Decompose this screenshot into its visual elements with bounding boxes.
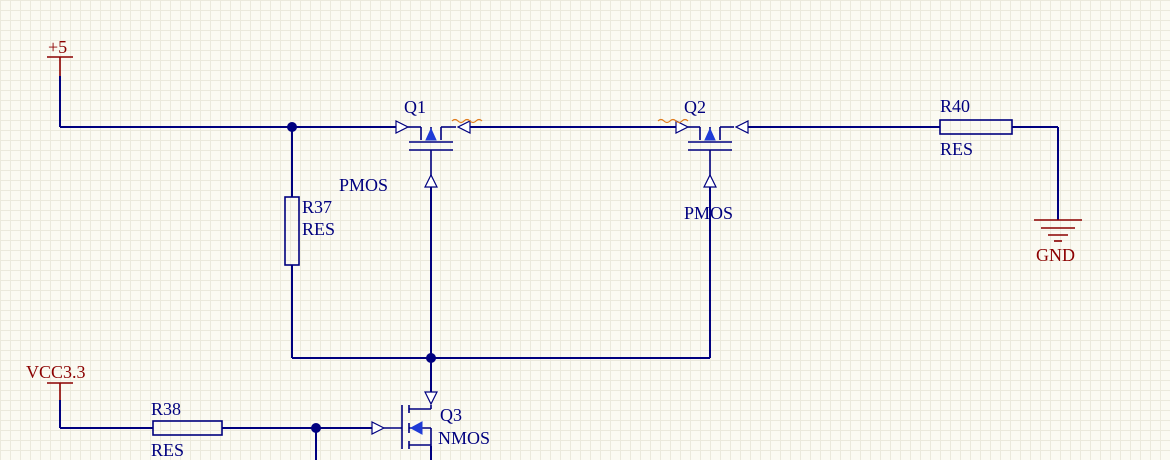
q2-type: PMOS xyxy=(684,203,733,223)
r38-value: RES xyxy=(151,440,184,460)
resistor-r40[interactable]: R40 RES xyxy=(939,96,1030,159)
q3-designator: Q3 xyxy=(440,405,462,425)
power-port-5v-label: +5 xyxy=(48,37,67,57)
mosfet-q1[interactable]: Q1 PMOS xyxy=(339,97,483,195)
ground-label: GND xyxy=(1036,245,1075,265)
r37-value: RES xyxy=(302,219,335,239)
junction-dot xyxy=(287,122,297,132)
r38-designator: R38 xyxy=(151,399,181,419)
junction-dot xyxy=(426,353,436,363)
mosfet-q3[interactable]: Q3 NMOS xyxy=(371,391,490,449)
junction-dot xyxy=(311,423,321,433)
resistor-r37[interactable]: R37 RES xyxy=(284,196,335,266)
resistor-r38[interactable]: R38 RES xyxy=(151,399,223,460)
q1-type: PMOS xyxy=(339,175,388,195)
q2-designator: Q2 xyxy=(684,97,706,117)
mosfet-q2[interactable]: Q2 PMOS xyxy=(657,97,749,223)
q1-designator: Q1 xyxy=(404,97,426,117)
r40-designator: R40 xyxy=(940,96,970,116)
r40-value: RES xyxy=(940,139,973,159)
power-port-vcc33-label: VCC3.3 xyxy=(26,362,86,382)
junctions xyxy=(287,122,436,433)
wires xyxy=(59,76,940,460)
ground-symbol[interactable]: GND xyxy=(1030,126,1082,265)
q3-type: NMOS xyxy=(438,428,490,448)
power-port-vcc33[interactable]: VCC3.3 xyxy=(26,362,86,400)
r37-designator: R37 xyxy=(302,197,332,217)
power-port-5v[interactable]: +5 xyxy=(47,37,73,76)
